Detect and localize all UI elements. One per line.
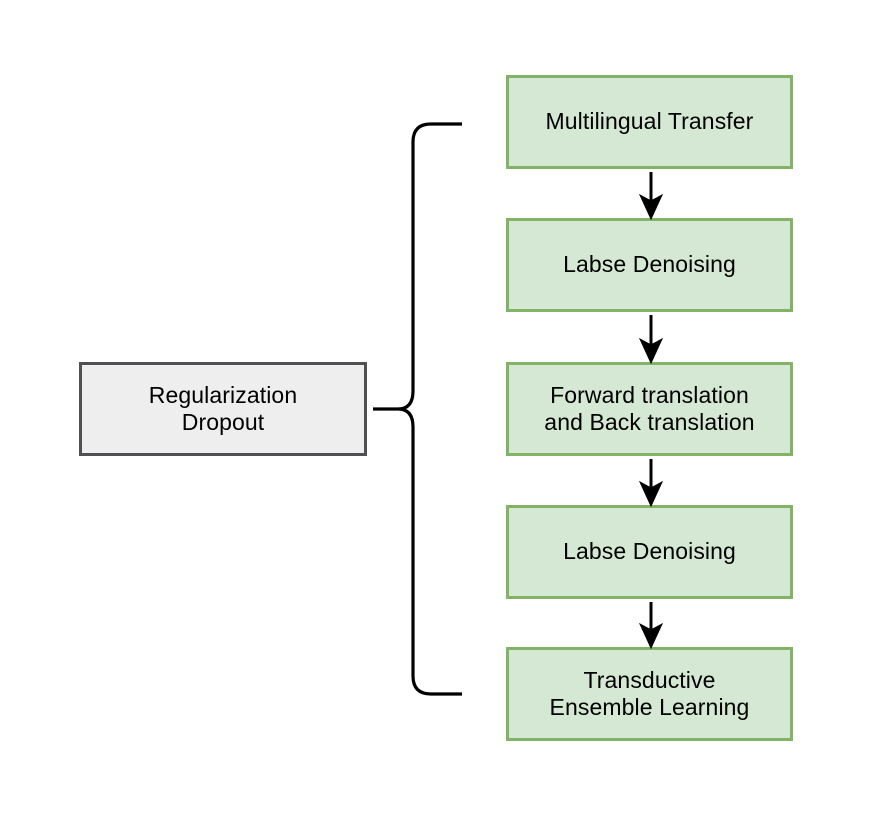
arrow-multilingual-transfer-to-labse-denoising-1 [638,172,664,221]
node-labse-denoising-1[interactable]: Labse Denoising [506,218,793,312]
node-label-transductive-ensemble-learning: Transductive Ensemble Learning [549,666,750,720]
node-label-multilingual-transfer: Multilingual Transfer [545,108,754,135]
grouping-brace-icon [373,122,462,696]
node-labse-denoising-2[interactable]: Labse Denoising [506,505,793,599]
arrow-labse-denoising-2-to-transductive-ensemble-learning [638,602,664,650]
node-regularization-dropout[interactable]: Regularization Dropout [79,362,367,456]
node-label-labse-denoising-2: Labse Denoising [563,538,736,565]
node-multilingual-transfer[interactable]: Multilingual Transfer [506,75,793,169]
node-transductive-ensemble-learning[interactable]: Transductive Ensemble Learning [506,647,793,741]
arrow-forward-back-translation-to-labse-denoising-2 [638,459,664,508]
arrow-labse-denoising-1-to-forward-back-translation [638,315,664,365]
node-label-regularization-dropout: Regularization Dropout [148,381,298,435]
node-label-forward-back-translation: Forward translation and Back translation [544,381,755,435]
node-forward-back-translation[interactable]: Forward translation and Back translation [506,362,793,456]
node-label-labse-denoising-1: Labse Denoising [563,251,736,278]
